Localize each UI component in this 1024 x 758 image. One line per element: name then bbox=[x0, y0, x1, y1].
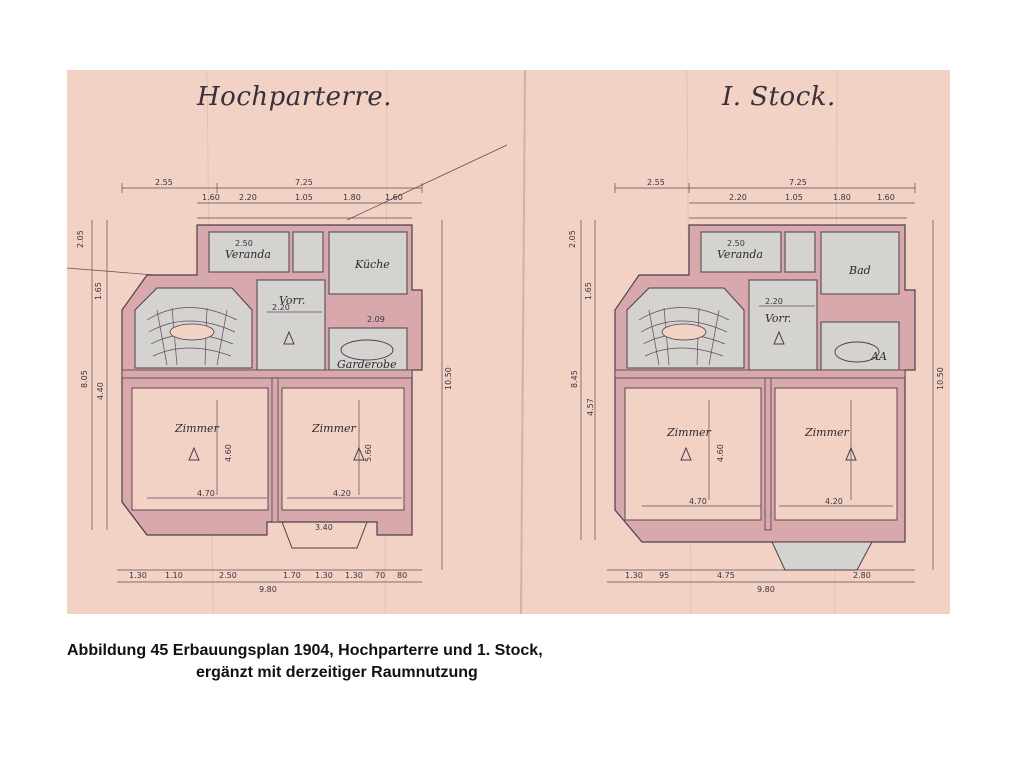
dim-label: 1.30 bbox=[129, 571, 147, 580]
dim-label: 4.40 bbox=[96, 382, 105, 400]
dim-label: 4.57 bbox=[586, 398, 595, 416]
room-label-kueche: Küche bbox=[354, 258, 390, 271]
dim-label: 1.70 bbox=[283, 571, 301, 580]
figure-caption-line-1: Abbildung 45 Erbauungsplan 1904, Hochpar… bbox=[67, 642, 543, 659]
dim-label: 2.50 bbox=[219, 571, 237, 580]
dim-label: 1.60 bbox=[385, 193, 403, 202]
dim-label: 1.30 bbox=[345, 571, 363, 580]
dim-label: 2.20 bbox=[729, 193, 747, 202]
dim-label: 2.80 bbox=[853, 571, 871, 580]
room-label-zimmer-right: Zimmer bbox=[804, 426, 850, 439]
dim-label: 7.25 bbox=[295, 178, 313, 187]
dim-label: 2.50 bbox=[727, 239, 745, 248]
room-label-wc: AA bbox=[870, 350, 887, 363]
plan-erster-stock: Zimmer Zimmer Veranda Bad Vorr. AA 2.55 … bbox=[568, 178, 945, 594]
dim-label: 2.09 bbox=[367, 315, 385, 324]
dim-label: 4.70 bbox=[197, 489, 215, 498]
dim-label: 1.10 bbox=[165, 571, 183, 580]
dim-label: 70 bbox=[375, 571, 385, 580]
dim-label: 10.50 bbox=[444, 367, 453, 390]
dim-label: 2.20 bbox=[239, 193, 257, 202]
dim-label: 1.30 bbox=[315, 571, 333, 580]
dim-label: 80 bbox=[397, 571, 407, 580]
dim-label: 4.60 bbox=[716, 444, 725, 462]
room-label-bad: Bad bbox=[848, 264, 871, 277]
annotation-line bbox=[346, 144, 508, 221]
dim-label: 4.20 bbox=[333, 489, 351, 498]
figure-caption-line-2: ergänzt mit derzeitiger Raumnutzung bbox=[196, 664, 478, 681]
dim-label: 1.60 bbox=[877, 193, 895, 202]
dim-label: 2.50 bbox=[235, 239, 253, 248]
dim-label: 9.80 bbox=[259, 585, 277, 594]
dim-label: 4.60 bbox=[224, 444, 233, 462]
dim-label: 7.25 bbox=[789, 178, 807, 187]
dim-label: 1.80 bbox=[833, 193, 851, 202]
room-label-veranda: Veranda bbox=[225, 248, 271, 261]
room-label-zimmer-left: Zimmer bbox=[174, 422, 220, 435]
dim-label: 95 bbox=[659, 571, 669, 580]
dim-label: 4.70 bbox=[689, 497, 707, 506]
dim-label: 1.30 bbox=[625, 571, 643, 580]
staircase bbox=[638, 307, 730, 366]
dim-label: 1.60 bbox=[202, 193, 220, 202]
dim-label: 1.80 bbox=[343, 193, 361, 202]
dim-label: 10.50 bbox=[936, 367, 945, 390]
room-label-veranda: Veranda bbox=[717, 248, 763, 261]
dim-label: 2.55 bbox=[647, 178, 665, 187]
staircase bbox=[146, 307, 238, 366]
dim-label: 2.05 bbox=[568, 230, 577, 248]
room-label-zimmer-right: Zimmer bbox=[311, 422, 357, 435]
dim-label: 8.45 bbox=[570, 370, 579, 388]
plan-hochparterre: Zimmer Zimmer Veranda Küche Vorr. Garder… bbox=[67, 178, 453, 594]
dim-label: 1.05 bbox=[785, 193, 803, 202]
dim-label: 2.20 bbox=[765, 297, 783, 306]
plan-title-erster-stock: I. Stock. bbox=[722, 82, 836, 112]
dim-label: 4.75 bbox=[717, 571, 735, 580]
dim-label: 4.20 bbox=[825, 497, 843, 506]
room-label-vorr: Vorr. bbox=[279, 294, 305, 307]
room-label-garderobe: Garderobe bbox=[337, 358, 397, 371]
dim-label: 3.40 bbox=[315, 523, 333, 532]
dim-label: 2.05 bbox=[76, 230, 85, 248]
dim-label: 1.05 bbox=[295, 193, 313, 202]
dim-label: 9.80 bbox=[757, 585, 775, 594]
floor-plan-scan: Zimmer Zimmer Veranda Küche Vorr. Garder… bbox=[67, 70, 950, 614]
dim-label: 5.60 bbox=[364, 444, 373, 462]
dim-label: 8.05 bbox=[80, 370, 89, 388]
floor-plan-drawing: Zimmer Zimmer Veranda Küche Vorr. Garder… bbox=[67, 70, 945, 614]
dim-label: 1.65 bbox=[94, 282, 103, 300]
dim-label: 1.65 bbox=[584, 282, 593, 300]
plan-title-hochparterre: Hochparterre. bbox=[197, 82, 393, 112]
dim-label: 2.55 bbox=[155, 178, 173, 187]
room-label-vorr: Vorr. bbox=[765, 312, 791, 325]
room-label-zimmer-left: Zimmer bbox=[666, 426, 712, 439]
fold-line bbox=[520, 70, 526, 614]
dim-label: 2.20 bbox=[272, 303, 290, 312]
